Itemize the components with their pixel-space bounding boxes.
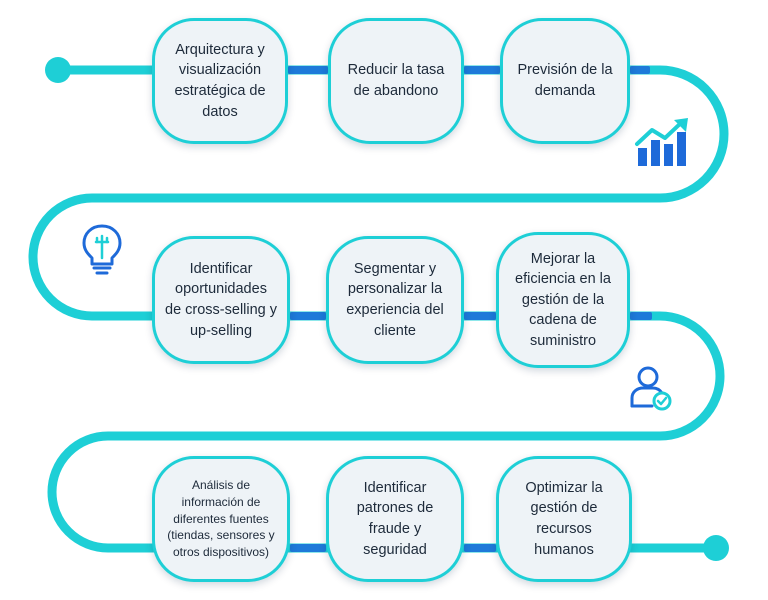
step-box: Optimizar la gestión de recursos humanos bbox=[496, 456, 632, 582]
step-label: Previsión de la demanda bbox=[517, 62, 613, 99]
end-dot bbox=[703, 535, 729, 561]
connector bbox=[464, 66, 500, 74]
growth-chart-icon bbox=[635, 118, 688, 166]
step-box: Segmentar y personalizar la experiencia … bbox=[326, 236, 464, 364]
connector bbox=[464, 312, 496, 320]
step-box: Identificar oportunidades de cross-selli… bbox=[152, 236, 290, 364]
start-dot bbox=[45, 57, 71, 83]
step-label: Arquitectura y visualización estratégica… bbox=[174, 41, 266, 120]
step-label: Identificar patrones de fraude y segurid… bbox=[356, 479, 434, 558]
connector bbox=[290, 544, 326, 552]
connector bbox=[630, 66, 650, 74]
step-box: Mejorar la eficiencia en la gestión de l… bbox=[496, 232, 630, 368]
step-box: Reducir la tasa de abandono bbox=[328, 18, 464, 144]
step-box: Análisis de información de diferentes fu… bbox=[152, 456, 290, 582]
step-label: Identificar oportunidades de cross-selli… bbox=[165, 260, 278, 339]
step-label: Segmentar y personalizar la experiencia … bbox=[346, 260, 444, 339]
step-label: Mejorar la eficiencia en la gestión de l… bbox=[515, 250, 611, 349]
step-label: Reducir la tasa de abandono bbox=[347, 62, 445, 99]
step-box: Arquitectura y visualización estratégica… bbox=[152, 18, 288, 144]
user-check-icon bbox=[630, 366, 672, 411]
connector bbox=[288, 66, 328, 74]
track-line bbox=[28, 65, 729, 553]
connector bbox=[464, 544, 496, 552]
step-label: Análisis de información de diferentes fu… bbox=[167, 478, 275, 560]
lightbulb-icon bbox=[82, 224, 122, 275]
connector bbox=[630, 312, 652, 320]
step-box: Previsión de la demanda bbox=[500, 18, 630, 144]
connector bbox=[290, 312, 326, 320]
step-box: Identificar patrones de fraude y segurid… bbox=[326, 456, 464, 582]
step-label: Optimizar la gestión de recursos humanos bbox=[525, 479, 603, 558]
